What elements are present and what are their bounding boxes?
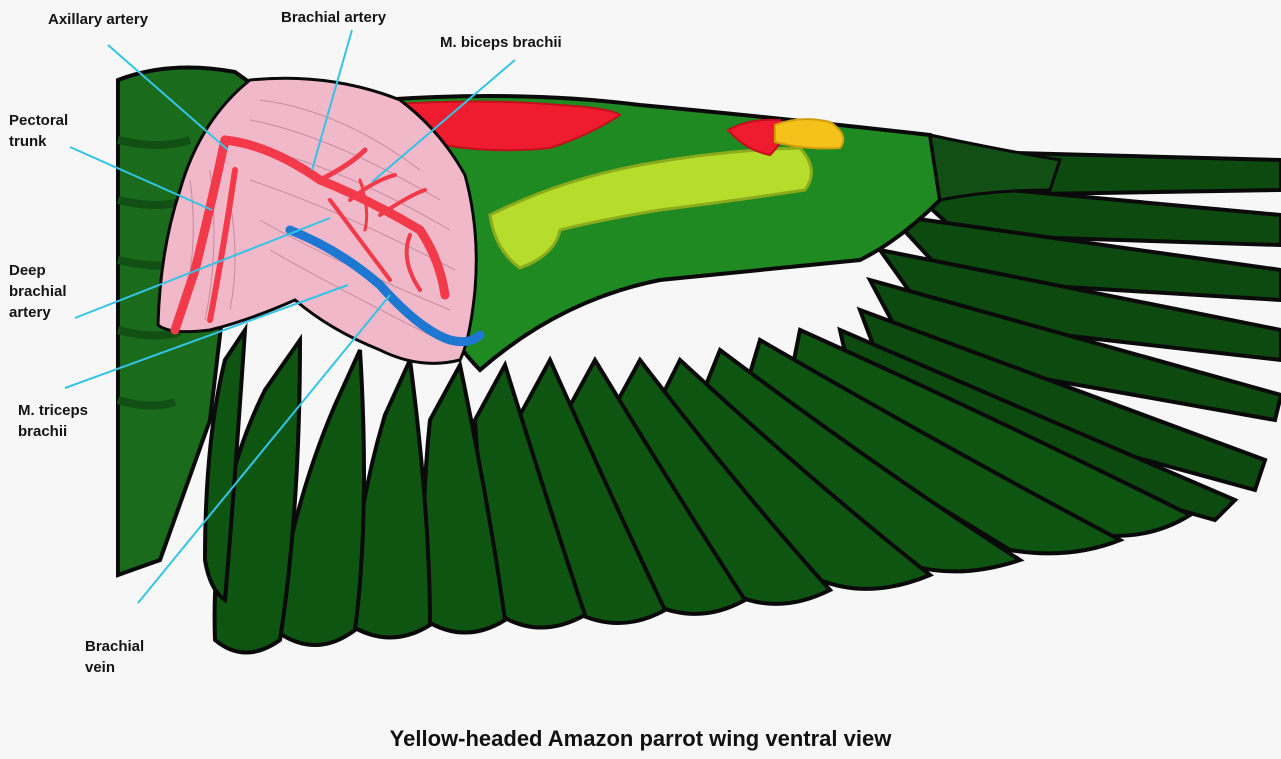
label-pectoral-trunk: Pectoral trunk: [9, 110, 68, 152]
wing-coverts-dark-band: [930, 135, 1060, 200]
label-brachial-vein: Brachial vein: [85, 636, 144, 678]
yellow-patch: [775, 119, 843, 148]
figure-caption: Yellow-headed Amazon parrot wing ventral…: [0, 726, 1281, 752]
label-biceps-brachii: M. biceps brachii: [440, 32, 562, 53]
label-triceps-brachii: M. triceps brachii: [18, 400, 88, 442]
label-brachial-artery: Brachial artery: [281, 7, 386, 28]
label-axillary-artery: Axillary artery: [48, 9, 148, 30]
label-deep-brachial-artery: Deep brachial artery: [9, 260, 67, 323]
